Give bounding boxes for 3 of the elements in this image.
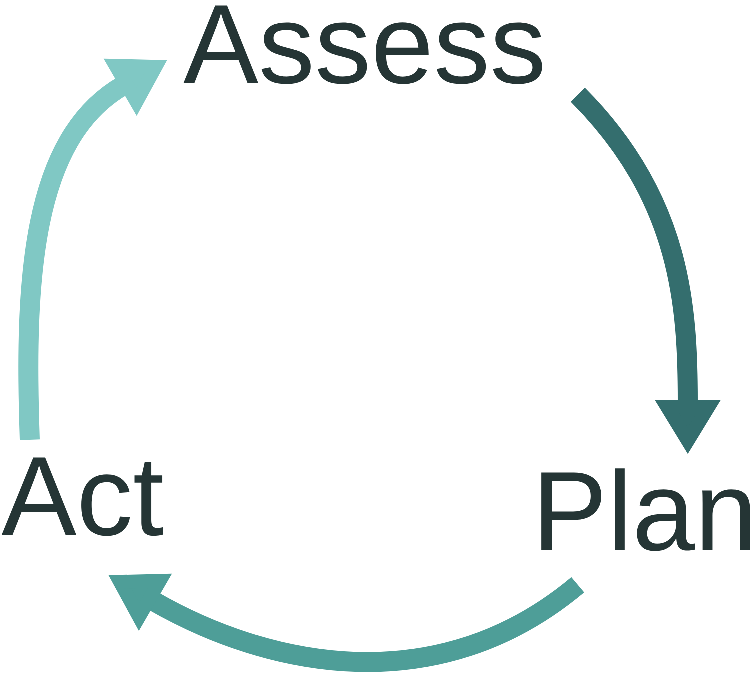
step-label: Act <box>2 458 164 536</box>
step-label: Assess <box>184 6 542 84</box>
step-label: Plan <box>542 468 750 552</box>
